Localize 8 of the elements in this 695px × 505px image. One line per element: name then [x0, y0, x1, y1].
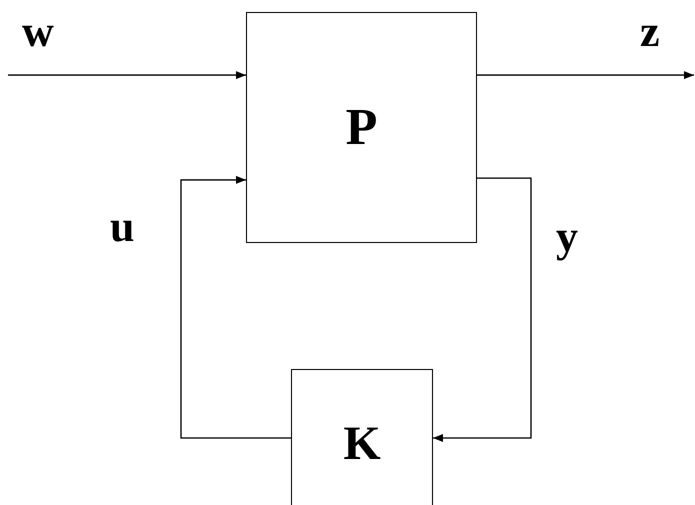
block-label: P	[346, 102, 378, 154]
block-box	[246, 12, 477, 243]
block-label: K	[343, 420, 381, 468]
arrow	[477, 71, 694, 80]
arrow	[180, 176, 291, 439]
arrow	[433, 177, 532, 442]
block-box	[291, 369, 433, 505]
arrow	[8, 71, 246, 80]
